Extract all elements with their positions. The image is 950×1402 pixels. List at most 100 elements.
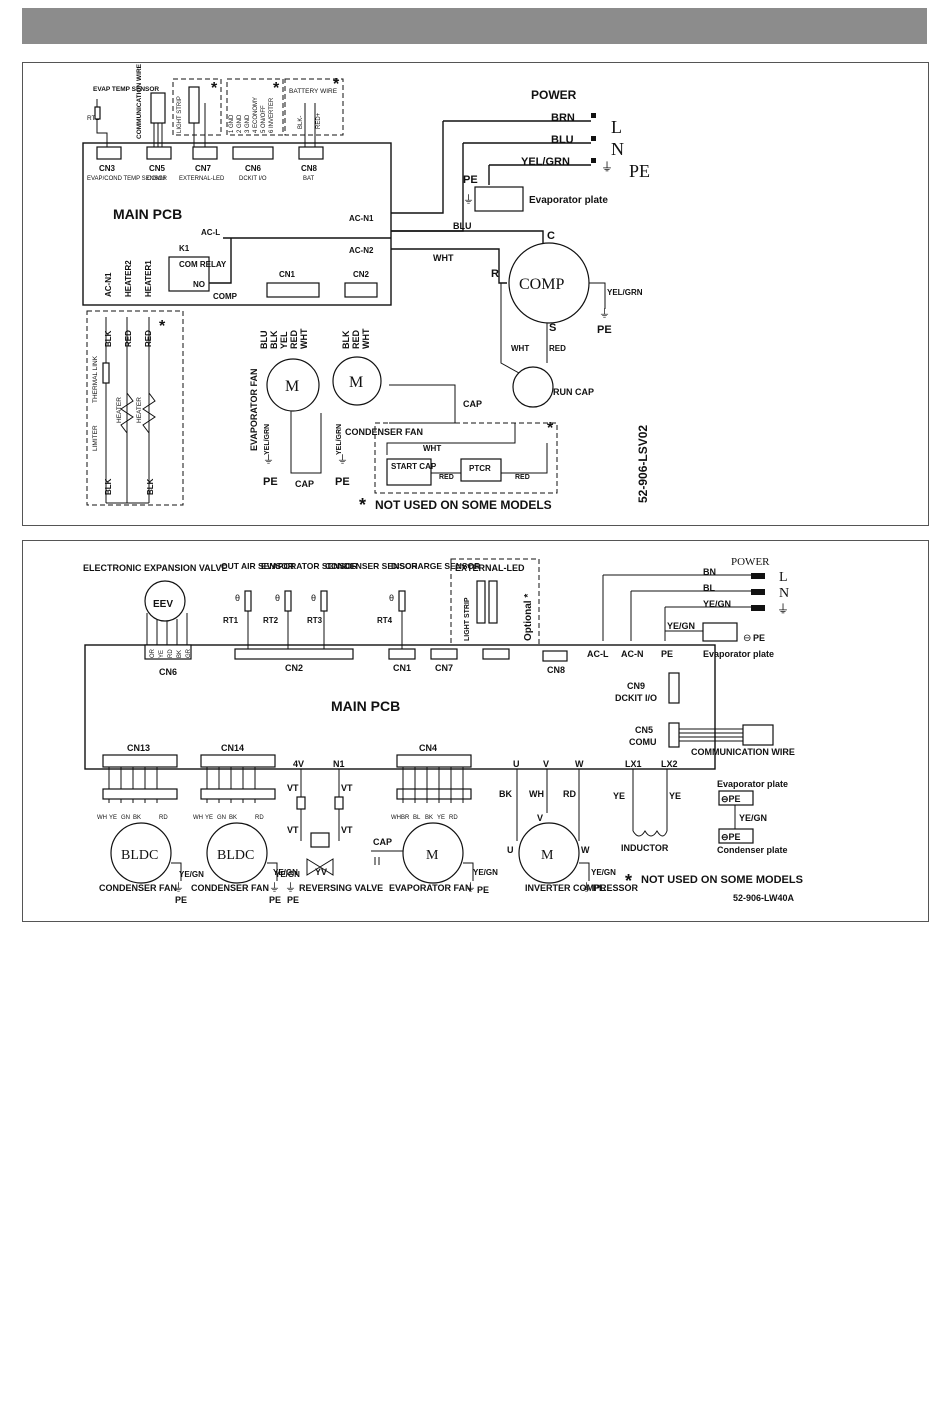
- limiter-label: LIMITER: [92, 425, 99, 451]
- external-led-box: [450, 558, 540, 646]
- svg-text:RD: RD: [255, 815, 264, 821]
- svg-text:RED: RED: [289, 329, 299, 349]
- yelgrn-condfan-label: YEL/GRN: [336, 424, 343, 455]
- asterisk-cn8: *: [333, 76, 340, 93]
- ye-inductor-2: YE: [669, 791, 681, 801]
- cn5-connector: CN5 COMU: [146, 146, 172, 182]
- svg-text:WHT: WHT: [299, 328, 309, 349]
- vt-4: VT: [341, 825, 353, 835]
- wiring-diagram-lsv02-svg: MAIN PCB EVAP TEMP SENSOR RT1 COMMUNICAT…: [82, 63, 650, 515]
- eev-symbol: EEV: [153, 599, 173, 610]
- condenser-fan-motor: [332, 356, 382, 406]
- reversing-valve-label: REVERSING VALVE: [299, 883, 383, 893]
- cn8-connector: CN8 BAT: [298, 146, 324, 182]
- heater-blk-bot-1: BLK: [104, 478, 113, 495]
- yegn-fan2: YE/GN: [275, 870, 300, 879]
- red-ptcr-label: RED: [515, 474, 530, 481]
- rt1-symbol: [94, 106, 101, 120]
- svg-text:4 ECONOMY: 4 ECONOMY: [253, 97, 259, 133]
- earth-icon-cdfan: ⏚: [337, 453, 348, 466]
- svg-text:CN7: CN7: [195, 164, 212, 173]
- power-wire-yegn: YE/GN: [703, 599, 731, 609]
- svg-text:RT4: RT4: [377, 616, 393, 625]
- evaporator-fan-m: M: [285, 378, 299, 395]
- evaporator-fan-motor: [266, 358, 320, 412]
- svg-text:WHT: WHT: [361, 328, 371, 349]
- pe-evap-plate: ⊖PE: [721, 794, 741, 804]
- heater-red-1: RED: [124, 330, 133, 347]
- evaporator-fan-label: EVAPORATOR FAN: [249, 368, 259, 451]
- note-asterisk: *: [359, 495, 366, 515]
- heater-box: [86, 310, 184, 506]
- cn9-id: CN9: [627, 681, 645, 691]
- comp-s-label: S: [549, 322, 556, 334]
- cn14-pins: WH YE GN BK RD: [193, 815, 264, 821]
- run-cap-icon: [512, 366, 554, 408]
- cn1-connector-2: [388, 648, 416, 660]
- cn1-label-2: CN1: [393, 663, 411, 673]
- earth-icon-plate-2: ⊖: [743, 633, 751, 644]
- svg-text:5 ON/OFF: 5 ON/OFF: [261, 105, 267, 133]
- heater-pcb-labels: AC-N1 HEATER2 HEATER1: [104, 260, 153, 297]
- svg-text:DISCHARGE SENSOR: DISCHARGE SENSOR: [391, 561, 480, 571]
- thermal-link-label: THERMAL LINK: [92, 355, 99, 403]
- cn7-connector: CN7 EXTERNAL-LED: [179, 146, 225, 182]
- cn13-label: CN13: [127, 743, 150, 753]
- svg-text:HEATER1: HEATER1: [144, 260, 153, 297]
- vt-1: VT: [287, 783, 299, 793]
- pe-fan1: PE: [175, 895, 187, 905]
- pe-2: PE: [661, 649, 673, 659]
- evaporator-fan-label-2: EVAPORATOR FAN: [389, 883, 472, 893]
- external-led-label: EXTERNAL-LED: [455, 563, 525, 573]
- vt-3: VT: [287, 825, 299, 835]
- pe-comp-label: PE: [597, 324, 612, 336]
- svg-text:COMU: COMU: [147, 176, 165, 182]
- svg-text:YE: YE: [109, 815, 117, 821]
- compressor-m: M: [541, 848, 554, 863]
- heater-label-2: HEATER: [136, 397, 143, 423]
- earth-icon-fan1: ⏚: [173, 881, 184, 894]
- svg-text:GR: GR: [186, 648, 192, 658]
- wire-rd: RD: [563, 789, 576, 799]
- svg-text:EVAPORATOR SENSOR: EVAPORATOR SENSOR: [261, 561, 358, 571]
- svg-text:3 GND: 3 GND: [245, 114, 251, 133]
- model-code: 52-906-LSV02: [636, 425, 650, 503]
- heater-blk-top: BLK: [104, 330, 113, 347]
- evaporator-plate-box-2: [702, 622, 738, 642]
- earth-icon: ⏚: [601, 160, 613, 174]
- cn1-connector: [266, 282, 320, 298]
- ac-n2-pcb: AC-N2: [349, 246, 374, 255]
- wiring-diagram-lw40a: MAIN PCB ELECTRONIC EXPANSION VALVE EEV …: [22, 540, 929, 922]
- rt1-label: RT1: [87, 115, 100, 122]
- cn2-connector: [344, 282, 378, 298]
- svg-text:BLK: BLK: [341, 330, 351, 349]
- cn5-label: COMU: [629, 737, 657, 747]
- svg-text:2 GND: 2 GND: [237, 114, 243, 133]
- svg-text:CONDENSER SENSOR: CONDENSER SENSOR: [325, 561, 418, 571]
- svg-text:BLU: BLU: [259, 331, 269, 350]
- com-relay-box: [168, 256, 210, 292]
- yegn-comp: YE/GN: [591, 868, 616, 877]
- ac-n-2: AC-N: [621, 649, 644, 659]
- svg-text:RD: RD: [159, 815, 168, 821]
- inverter-compressor-label: INVERTER COMPRESSOR: [525, 883, 639, 893]
- svg-text:DCKIT I/O: DCKIT I/O: [239, 176, 267, 182]
- bldc-label-2: BLDC: [217, 848, 254, 863]
- svg-text:θ: θ: [389, 593, 394, 603]
- run-cap-label: RUN CAP: [553, 387, 594, 397]
- main-pcb-box: [82, 142, 392, 306]
- svg-text:WH: WH: [193, 815, 203, 821]
- wire-bk: BK: [499, 789, 512, 799]
- evaporator-plate-label: Evaporator plate: [529, 195, 608, 206]
- power-terminal-pe: PE: [629, 161, 650, 181]
- comp-r-label: R: [491, 268, 499, 280]
- condenser-fan-label-2: CONDENSER FAN: [191, 883, 269, 893]
- svg-text:GN: GN: [121, 815, 130, 821]
- svg-text:RT2: RT2: [263, 616, 279, 625]
- svg-text:YEL: YEL: [279, 331, 289, 349]
- heater-label-1: HEATER: [116, 397, 123, 423]
- pe-evap: PE: [477, 885, 489, 895]
- svg-text:CN8: CN8: [301, 164, 318, 173]
- asterisk-heater: *: [159, 318, 166, 335]
- svg-text:BK: BK: [425, 815, 433, 821]
